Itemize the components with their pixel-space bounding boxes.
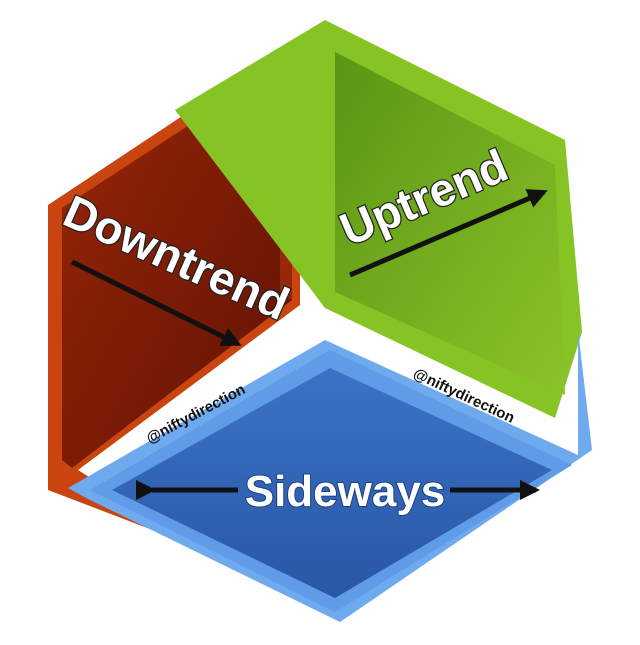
sideways-label: Sideways [245,467,446,516]
sideways-face [68,330,592,622]
sideways-panel [112,368,552,598]
uptrend-face [175,20,582,418]
uptrend-panel [335,52,565,395]
uptrend-arrow-icon [349,189,548,278]
downtrend-arrow-icon [70,259,242,347]
